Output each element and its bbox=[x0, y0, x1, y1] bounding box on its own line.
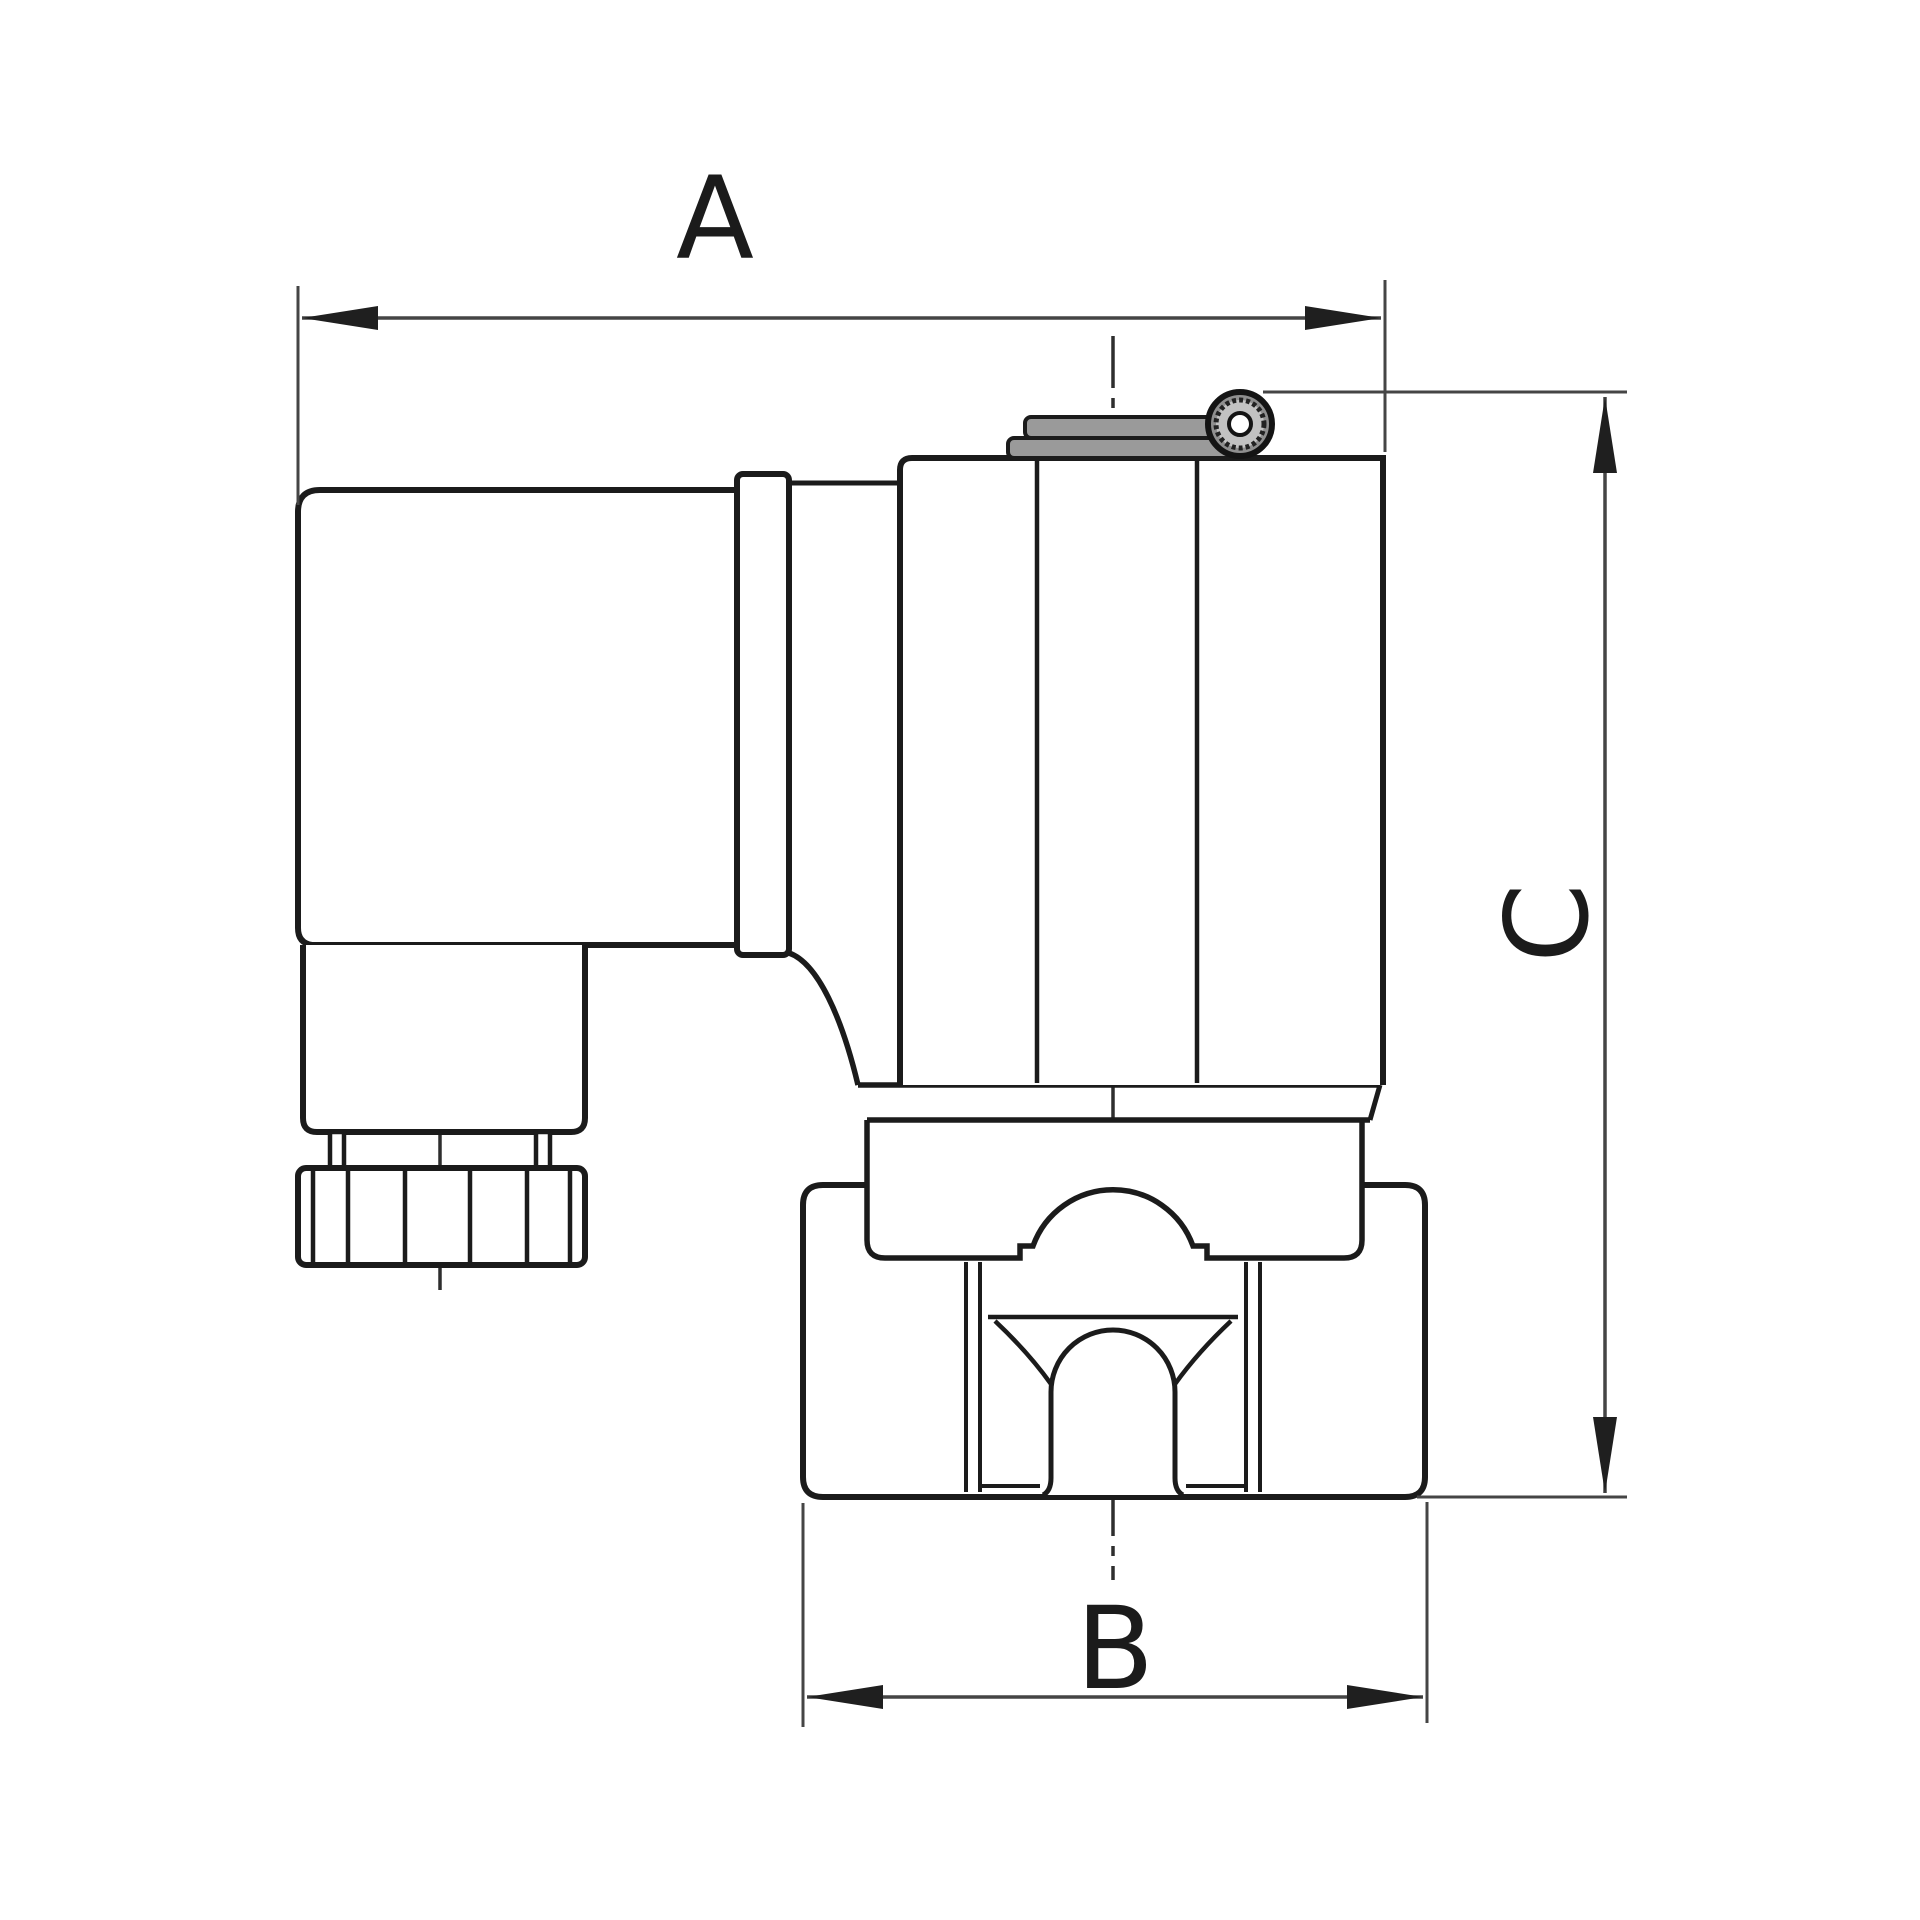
valve-body-group bbox=[800, 1182, 1428, 1500]
flange-right-step bbox=[1367, 1084, 1383, 1121]
dimension-a: A bbox=[296, 152, 1387, 505]
coil-outline bbox=[897, 455, 1386, 1085]
dim-c-arrow-down bbox=[1593, 1417, 1617, 1493]
guide-tube-walls bbox=[964, 1262, 1262, 1492]
cap-band-upper bbox=[1023, 415, 1215, 440]
seat-funnel-left bbox=[993, 1319, 1053, 1386]
coil-group bbox=[897, 389, 1386, 1085]
bonnet bbox=[864, 1120, 1365, 1261]
dim-a-arrow-left bbox=[302, 306, 378, 330]
dimension-c: C bbox=[1263, 390, 1627, 1499]
nut-stub-right bbox=[533, 1129, 553, 1173]
neck-bottom-curve bbox=[787, 950, 861, 1086]
nut-stub-left bbox=[327, 1129, 347, 1173]
connector-sub-block bbox=[300, 945, 588, 1135]
dim-b-arrow-right bbox=[1347, 1685, 1423, 1709]
dim-a-label: A bbox=[676, 152, 754, 285]
dim-b-label: B bbox=[1076, 1582, 1154, 1715]
seat-funnel-right bbox=[1173, 1319, 1233, 1386]
knurled-nut bbox=[295, 1165, 588, 1268]
grommet-hole bbox=[1227, 411, 1253, 437]
dim-c-arrow-up bbox=[1593, 397, 1617, 473]
dim-a-arrow-right bbox=[1305, 306, 1381, 330]
plunger-dome bbox=[1041, 1327, 1185, 1498]
coil-flange bbox=[858, 1082, 1383, 1123]
dim-c-label: C bbox=[1481, 883, 1614, 963]
connector-collar bbox=[734, 471, 792, 958]
dim-b-arrow-left bbox=[807, 1685, 883, 1709]
coil-inner-lines bbox=[1034, 461, 1200, 1083]
knurl-lines bbox=[310, 1170, 573, 1263]
cap-grommet bbox=[1205, 389, 1275, 459]
dimension-b: B bbox=[801, 1502, 1429, 1727]
connector-body bbox=[295, 487, 737, 948]
cap-band-lower bbox=[1006, 436, 1239, 460]
connector-assembly bbox=[295, 471, 900, 1268]
